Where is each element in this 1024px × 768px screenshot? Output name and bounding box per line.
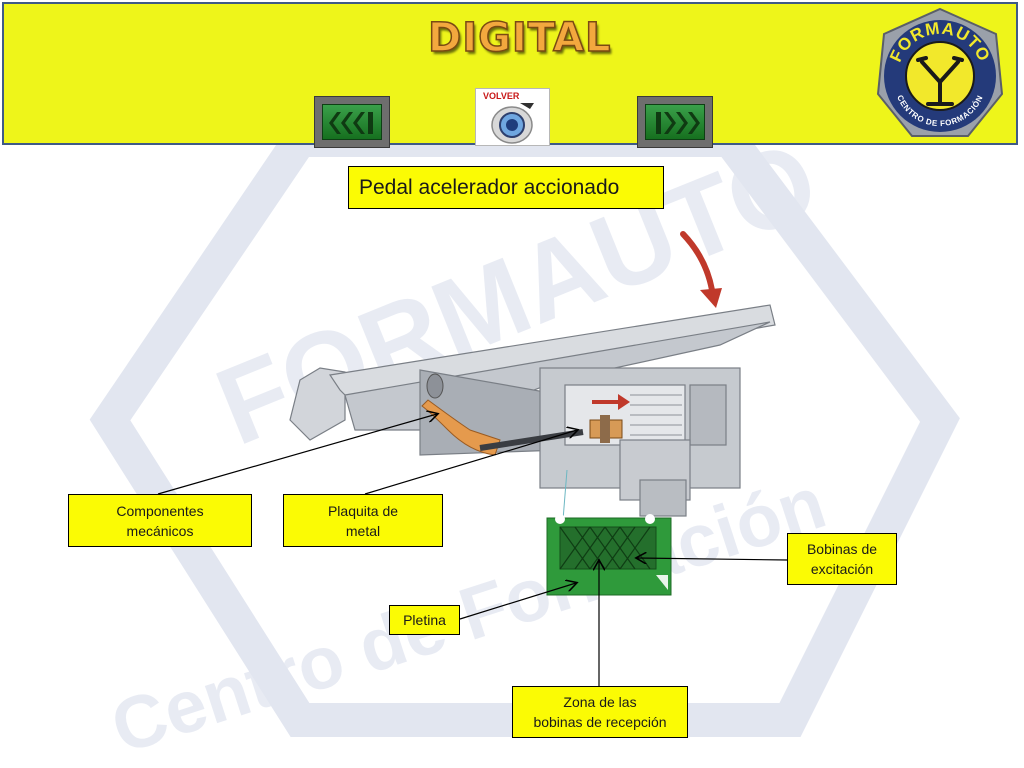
label-text-line: Zona de las	[563, 694, 637, 710]
press-arrow-icon	[680, 231, 715, 293]
label-text: Pletina	[403, 612, 446, 628]
coil-slots	[630, 394, 682, 436]
return-arrow-icon	[491, 103, 534, 144]
volver-button[interactable]: VOLVER	[475, 88, 550, 146]
triple-chevron-right-icon	[656, 112, 700, 134]
next-button[interactable]	[637, 96, 713, 148]
label-text-line: Bobinas de	[806, 541, 878, 557]
label-text-line: metal	[345, 522, 381, 539]
heading-text: Pedal acelerador accionado	[359, 175, 620, 199]
label-zona-bobinas-recepcion: Zona de las bobinas de recepción	[512, 686, 688, 738]
label-text-line: Componentes	[116, 502, 204, 519]
formauto-logo: FORMAUTO CENTRO DE FORMACIÓN	[876, 7, 1004, 137]
pointer-componentes	[157, 414, 437, 495]
pointer-plaquita	[364, 430, 577, 495]
steering-logo-icon	[916, 56, 964, 106]
label-bobinas-de-excitacion: Bobinas de excitación	[787, 533, 897, 585]
previous-button[interactable]	[314, 96, 390, 148]
pedal-assembly	[289, 304, 776, 517]
volver-label: VOLVER	[483, 91, 520, 101]
label-plaquita-de-metal: Plaquita de metal	[283, 494, 443, 547]
heading-box: Pedal acelerador accionado	[348, 166, 664, 209]
pointer-bobinas	[637, 558, 788, 560]
triple-chevron-left-icon	[329, 112, 373, 134]
page-title: DIGITAL	[427, 14, 612, 62]
label-text-line: mecánicos	[126, 522, 194, 539]
label-componentes-mecanicos: Componentes mecánicos	[68, 494, 252, 547]
label-text-line: Plaquita de	[327, 502, 399, 519]
movement-arrow-icon	[592, 394, 630, 410]
label-text-line: excitación	[810, 561, 874, 577]
label-text-line: bobinas de recepción	[533, 714, 667, 730]
pointer-pletina	[459, 583, 576, 620]
pcb-board	[546, 514, 672, 596]
label-pletina: Pletina	[389, 605, 460, 635]
